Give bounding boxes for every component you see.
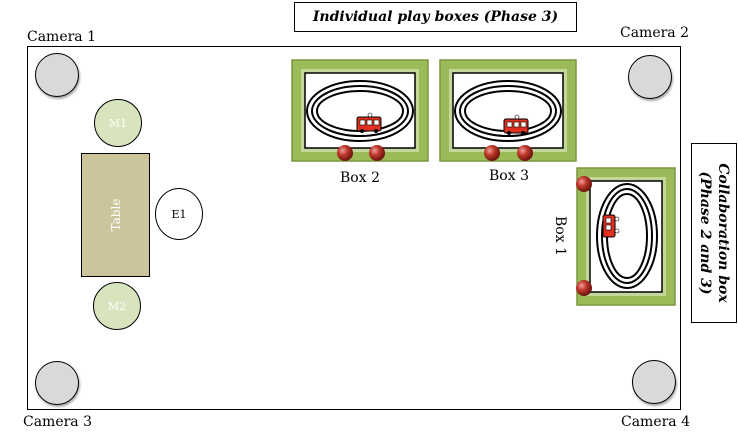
camera-1-label: Camera 1 (27, 29, 97, 45)
box-2 (291, 59, 429, 162)
box-2-train-icon (356, 112, 382, 133)
box-2-ball-1 (337, 145, 353, 161)
box-3-ball-1 (484, 145, 500, 161)
box-3-train-icon (503, 114, 529, 135)
box-1-ball-2 (576, 280, 592, 296)
box-3-ball-2 (517, 145, 533, 161)
box-2-label: Box 2 (340, 170, 380, 186)
person-m1-label: M1 (108, 116, 128, 130)
collaboration-box-title: Collaboration box (Phase 2 and 3) (691, 143, 737, 323)
person-m2-label: M2 (107, 299, 127, 313)
box-1-label: Box 1 (551, 216, 568, 256)
table: Table (81, 153, 150, 277)
camera-2-label: Camera 2 (620, 25, 690, 41)
box-2-track (306, 80, 414, 142)
person-e1-label: E1 (171, 207, 187, 221)
camera-1-icon (35, 53, 79, 97)
box-1-ball-1 (576, 176, 592, 192)
individual-play-boxes-title: Individual play boxes (Phase 3) (294, 2, 577, 32)
title-text: Individual play boxes (Phase 3) (312, 9, 559, 25)
box-1-train-icon (602, 214, 620, 238)
camera-3-icon (35, 361, 79, 405)
camera-4-label: Camera 4 (621, 414, 691, 430)
box-2-ball-2 (369, 145, 385, 161)
camera-3-label: Camera 3 (23, 414, 93, 430)
room-outline (27, 46, 681, 410)
camera-2-icon (628, 55, 672, 99)
box-1 (576, 167, 676, 306)
box-3 (439, 59, 577, 162)
camera-4-icon (632, 360, 676, 404)
person-m1: M1 (94, 99, 142, 147)
person-m2: M2 (93, 282, 141, 330)
person-e1: E1 (155, 188, 203, 240)
box-3-label: Box 3 (489, 168, 529, 184)
